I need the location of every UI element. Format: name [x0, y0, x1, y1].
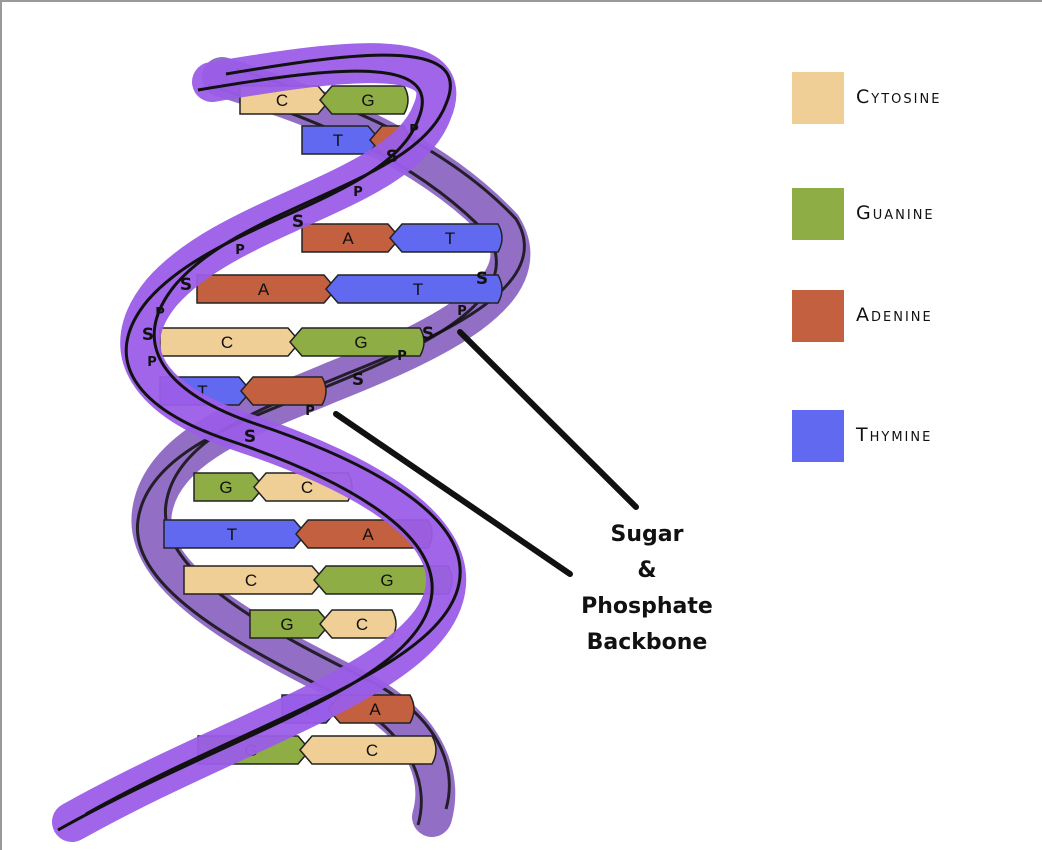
base-letter-right-3: T: [413, 280, 423, 299]
backbone-label-line-1: Sugar: [562, 517, 732, 553]
phosphate-mark-6: P: [155, 306, 165, 321]
legend-label-adenine: Adenine: [856, 304, 933, 326]
backbone-label: Sugar & Phosphate Backbone: [562, 517, 732, 661]
base-letter-left-6: G: [219, 478, 232, 497]
backbone-label-line-3: Phosphate: [562, 589, 732, 625]
phosphate-mark-2: P: [353, 185, 363, 200]
base-letter-right-10: A: [369, 700, 381, 719]
sugar-mark-13: S: [352, 370, 364, 390]
thymine-swatch: [792, 410, 844, 462]
base-letter-left-9: G: [280, 615, 293, 634]
sugar-mark-11: S: [422, 324, 434, 344]
legend-label-cytosine: Cytosine: [856, 86, 941, 108]
legend-label-thymine: Thymine: [856, 424, 932, 446]
phosphate-mark-0: P: [409, 123, 419, 138]
base-letter-left-8: C: [245, 571, 257, 590]
phosphate-mark-10: P: [457, 304, 467, 319]
guanine-swatch: [792, 188, 844, 240]
base-letter-right-0: G: [361, 91, 374, 110]
base-letter-left-1: T: [333, 131, 343, 150]
legend-item-thymine: Thymine: [792, 410, 1032, 466]
base-right-5: [241, 377, 326, 405]
legend-item-cytosine: Cytosine: [792, 72, 1032, 128]
base-letter-right-4: G: [354, 333, 367, 352]
pointer-line-upper: [460, 332, 636, 507]
base-letter-right-6: C: [301, 478, 313, 497]
legend-item-adenine: Adenine: [792, 290, 1032, 346]
sugar-mark-7: S: [142, 325, 154, 345]
base-letter-left-2: A: [342, 229, 354, 248]
legend-label-guanine: Guanine: [856, 202, 935, 224]
sugar-mark-1: S: [386, 147, 398, 167]
sugar-mark-15: S: [244, 427, 256, 447]
phosphate-mark-4: P: [235, 243, 245, 258]
adenine-swatch: [792, 290, 844, 342]
base-letter-right-7: A: [362, 525, 374, 544]
base-letter-right-9: C: [356, 615, 368, 634]
backbone-label-line-2: &: [562, 553, 732, 589]
cytosine-swatch: [792, 72, 844, 124]
base-letter-left-4: C: [221, 333, 233, 352]
sugar-mark-5: S: [180, 275, 192, 295]
base-letter-left-3: A: [258, 280, 270, 299]
sugar-mark-3: S: [292, 212, 304, 232]
legend-item-guanine: Guanine: [792, 188, 1032, 244]
phosphate-mark-14: P: [305, 404, 315, 419]
base-letter-right-11: C: [366, 741, 378, 760]
base-letter-right-2: T: [445, 229, 455, 248]
sugar-mark-9: S: [476, 269, 488, 289]
base-letter-left-7: T: [227, 525, 237, 544]
phosphate-mark-8: P: [147, 355, 157, 370]
base-letter-left-0: C: [276, 91, 288, 110]
phosphate-mark-12: P: [397, 349, 407, 364]
backbone-label-line-4: Backbone: [562, 625, 732, 661]
base-letter-right-8: G: [380, 571, 393, 590]
